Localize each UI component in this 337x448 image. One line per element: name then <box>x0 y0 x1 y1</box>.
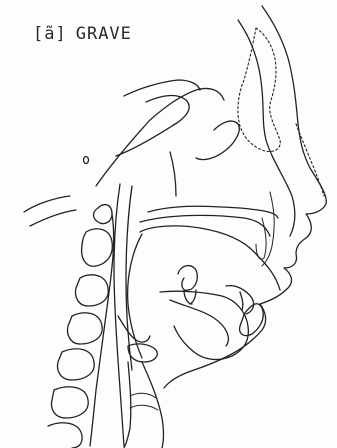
tongue-body <box>140 226 280 290</box>
velum <box>196 121 239 159</box>
sinus-dotted-contour <box>238 28 280 152</box>
lower-incisor <box>240 304 264 336</box>
lower-molar <box>178 266 197 304</box>
larynx-back <box>124 362 131 448</box>
pharyngeal-wall <box>114 184 124 446</box>
vocal-folds <box>130 393 158 410</box>
vertebra-c3 <box>76 275 109 306</box>
epiglottis <box>118 316 150 342</box>
tongue-dorsum <box>148 206 278 218</box>
vertebra-c7 <box>48 423 82 448</box>
mandible-inner <box>170 300 228 346</box>
occipital-fragment <box>24 196 76 226</box>
oral-roof <box>140 215 270 236</box>
hyoid-bone <box>128 344 157 362</box>
ear-ossicle <box>84 157 89 164</box>
styloid-process <box>170 152 176 196</box>
vertebra-c6 <box>52 387 89 418</box>
vertebra-c1 <box>94 205 113 224</box>
vertebra-c2 <box>82 229 113 266</box>
facial-profile <box>164 6 326 388</box>
upper-teeth <box>262 192 274 266</box>
vertebra-c5 <box>58 349 95 380</box>
hard-palate <box>96 88 224 186</box>
vertebra-c4 <box>68 313 103 344</box>
